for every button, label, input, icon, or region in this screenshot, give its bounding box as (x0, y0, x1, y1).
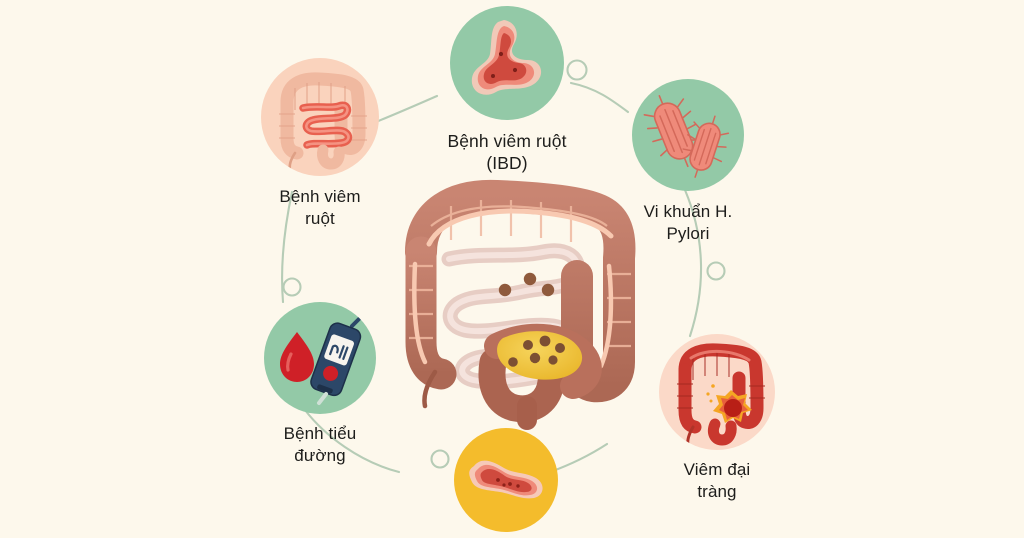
node-diabetes[interactable]: Bệnh tiểu đường (205, 302, 435, 467)
node-hpylori-label: Vi khuẩn H. Pylori (643, 202, 733, 243)
node-hpylori[interactable]: Vi khuẩn H. Pylori (573, 79, 803, 245)
bubble-bowel[interactable] (261, 58, 379, 176)
bubble-ibd[interactable] (450, 6, 564, 120)
node-bowel-label: Bệnh viêm ruột (279, 187, 361, 228)
stomach-spots (508, 335, 565, 367)
bubble-colitis[interactable] (659, 334, 775, 450)
joint-node-hpylori-colitis (706, 261, 726, 281)
joint-node-diabetes-bowel (282, 277, 302, 297)
bubble-ulcer[interactable] (453, 428, 558, 532)
rectum (478, 348, 565, 423)
node-bowel[interactable]: Bệnh viêm ruột (205, 58, 435, 230)
blood-drop-icon (280, 332, 314, 382)
node-ibd-label: Bệnh viêm ruột (IBD) (447, 131, 567, 174)
inflamed-colon-icon (677, 343, 765, 447)
bacteria-icon (643, 95, 730, 178)
bubble-diabetes[interactable] (264, 302, 376, 414)
node-colitis-label: Viêm đại tràng (683, 460, 751, 501)
appendix (422, 369, 438, 409)
bubble-hpylori[interactable] (632, 79, 744, 191)
inflamed-bowel-icon (279, 72, 367, 172)
node-diabetes-label: Bệnh tiểu đường (283, 424, 357, 465)
intestine-spots (498, 272, 555, 297)
node-ulcer[interactable] (398, 428, 613, 538)
stomach-ulcer-icon (468, 460, 543, 499)
node-colitis[interactable]: Viêm đại tràng (602, 334, 832, 503)
glucose-meter-icon (280, 317, 362, 405)
node-ibd[interactable]: Bệnh viêm ruột (IBD) (397, 6, 617, 175)
digestive-system-illustration (385, 166, 637, 430)
ulcer-lesion-icon (471, 20, 542, 95)
inflammation-flare (713, 390, 752, 423)
taenia-coli (426, 208, 614, 247)
